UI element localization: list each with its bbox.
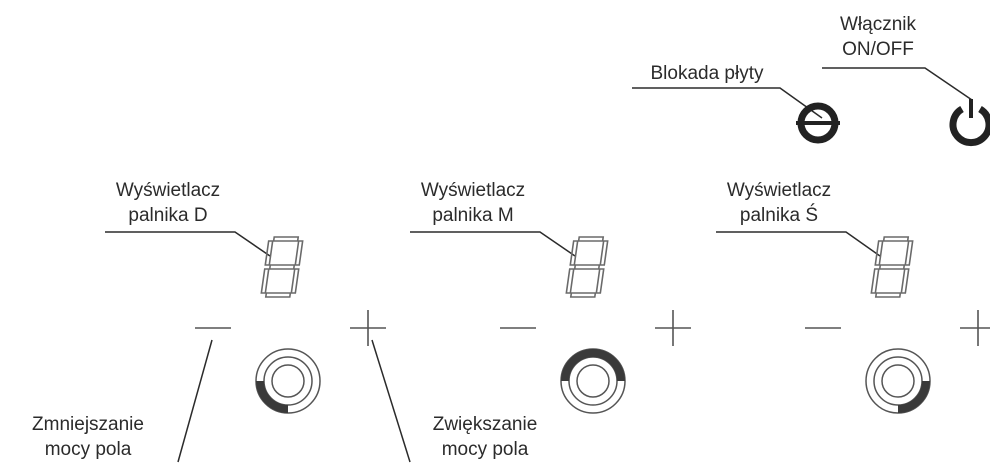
plus-icon[interactable] (960, 310, 990, 346)
plus-icon[interactable] (350, 310, 386, 346)
leader-display-s (716, 231, 881, 257)
label-increase: Zwiększanie mocy pola (410, 412, 560, 462)
leader-decrease (177, 339, 213, 463)
label-display-s: Wyświetlacz palnika Ś (709, 178, 849, 228)
label-display-m-line1: Wyświetlacz (420, 180, 526, 201)
plus-icon[interactable] (655, 310, 691, 346)
seven-segment-display-icon (870, 236, 914, 298)
label-display-d-line2: palnika D (128, 205, 208, 226)
label-decrease-line1: Zmniejszanie (32, 414, 144, 435)
burner-power-indicator-icon (255, 348, 321, 414)
burner-group-s (805, 236, 990, 414)
lock-icon[interactable] (796, 102, 840, 144)
label-display-d: Wyświetlacz palnika D (98, 178, 238, 228)
label-increase-line1: Zwiększanie (432, 414, 538, 435)
leader-increase (371, 339, 411, 463)
label-display-s-line1: Wyświetlacz (726, 180, 832, 201)
leader-power (822, 67, 973, 101)
label-power-line2: ON/OFF (842, 39, 914, 60)
power-level-fill (561, 349, 625, 381)
power-icon[interactable] (949, 99, 990, 147)
burner-power-indicator-icon (865, 348, 931, 414)
seven-segment-display-icon (260, 236, 304, 298)
leader-lines (105, 67, 973, 463)
label-power-switch: Włącznik ON/OFF (828, 12, 928, 62)
burner-group-m (500, 236, 691, 414)
leader-display-d (105, 231, 271, 257)
label-lock-text: Blokada płyty (650, 63, 764, 84)
power-level-fill (898, 381, 930, 413)
leader-display-m (410, 231, 576, 257)
label-display-m-line2: palnika M (432, 205, 514, 226)
label-display-d-line1: Wyświetlacz (115, 180, 221, 201)
label-decrease: Zmniejszanie mocy pola (8, 412, 168, 462)
label-increase-line2: mocy pola (441, 439, 529, 460)
burner-group-d (195, 236, 386, 414)
leader-lock (632, 87, 823, 119)
label-display-s-line2: palnika Ś (739, 205, 819, 226)
label-display-m: Wyświetlacz palnika M (403, 178, 543, 228)
label-decrease-line2: mocy pola (44, 439, 132, 460)
label-power-line1: Włącznik (839, 14, 916, 35)
seven-segment-display-icon (565, 236, 609, 298)
label-lock: Blokada płyty (632, 61, 782, 86)
burner-power-indicator-icon (560, 348, 626, 414)
power-level-fill (256, 381, 288, 413)
